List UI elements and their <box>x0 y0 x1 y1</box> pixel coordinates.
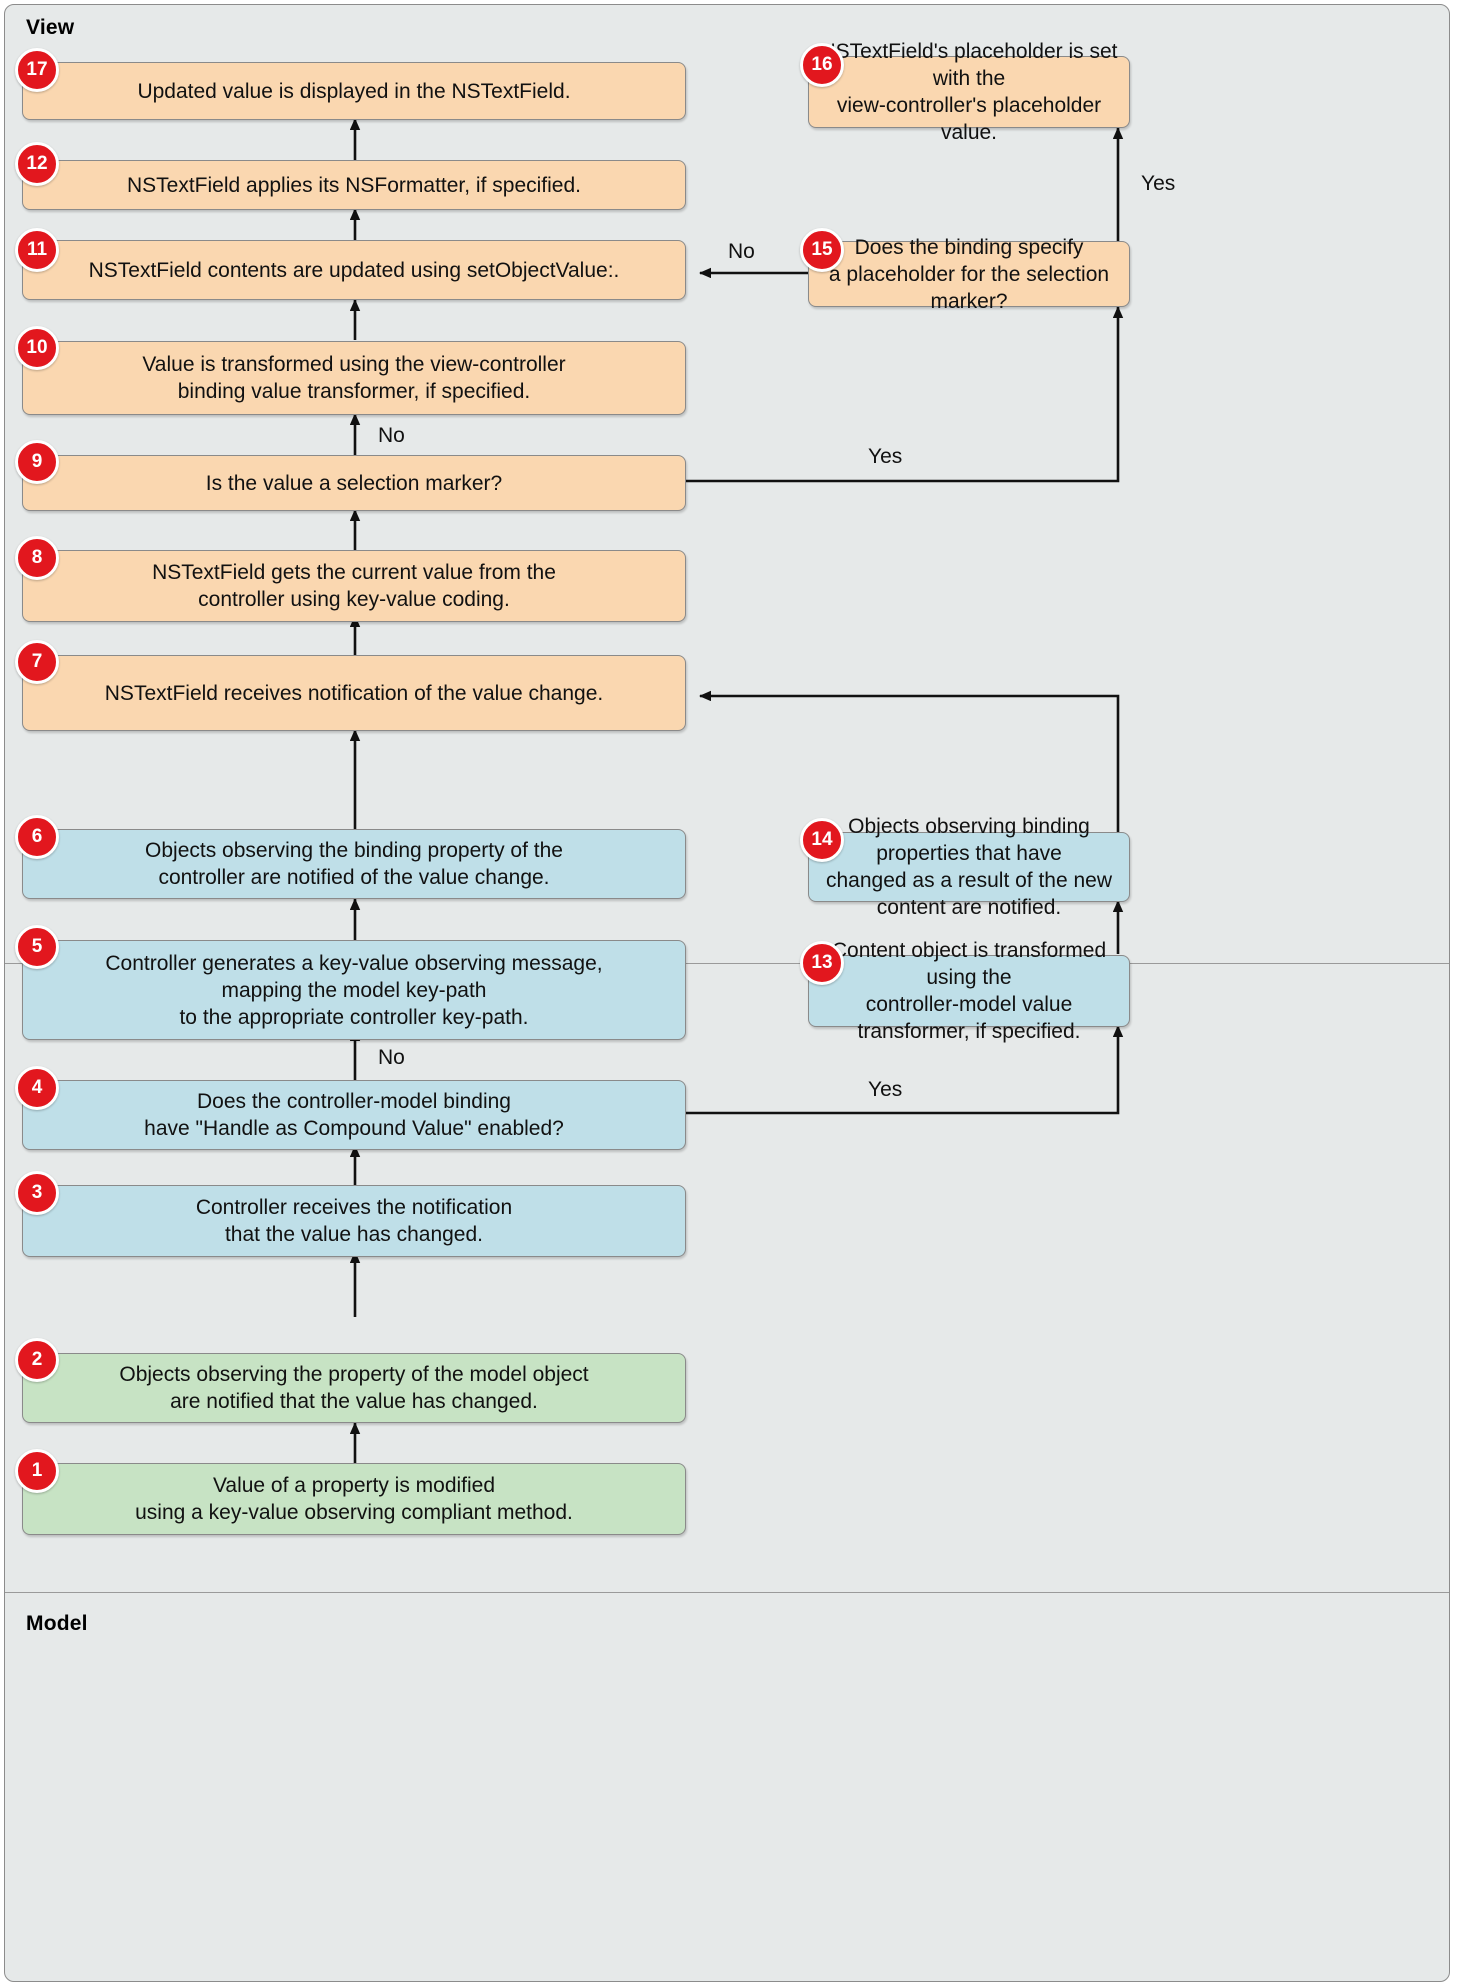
node-15[interactable]: Does the binding specify a placeholder f… <box>808 236 1130 313</box>
node-12-label: NSTextField applies its NSFormatter, if … <box>126 173 581 197</box>
band-title-view: View <box>26 16 75 39</box>
badge-6: 6 <box>15 815 59 859</box>
band-title-model: Model <box>26 1612 88 1635</box>
node-2-label: Objects observing the property of the mo… <box>119 1363 589 1413</box>
node-1-label: Value of a property is modified using a … <box>135 1474 573 1524</box>
node-13-label: Content object is transformed using the … <box>831 939 1107 1043</box>
badge-14: 14 <box>800 818 844 862</box>
badge-11: 11 <box>15 228 59 272</box>
node-2[interactable]: Objects observing the property of the mo… <box>22 1353 686 1423</box>
badge-9: 9 <box>15 440 59 484</box>
node-6-label: Objects observing the binding property o… <box>145 839 563 889</box>
band-divider-view-controller <box>5 963 1449 964</box>
badge-3: 3 <box>15 1171 59 1215</box>
node-1[interactable]: Value of a property is modified using a … <box>22 1463 686 1535</box>
edge-label-yes-9-15: Yes <box>868 445 903 468</box>
node-7[interactable]: NSTextField receives notification of the… <box>22 655 686 731</box>
node-11-label: NSTextField contents are updated using s… <box>88 258 620 282</box>
node-15-label: Does the binding specify a placeholder f… <box>828 235 1110 313</box>
node-7-label: NSTextField receives notification of the… <box>104 681 604 705</box>
node-8[interactable]: NSTextField gets the current value from … <box>22 550 686 622</box>
node-10[interactable]: Value is transformed using the view-cont… <box>22 341 686 415</box>
node-17[interactable]: Updated value is displayed in the NSText… <box>22 62 686 120</box>
node-10-label: Value is transformed using the view-cont… <box>142 353 566 403</box>
node-3-label: Controller receives the notification tha… <box>195 1196 513 1246</box>
node-9-label: Is the value a selection marker? <box>205 471 503 495</box>
node-16[interactable]: NSTextField's placeholder is set with th… <box>808 40 1130 144</box>
badge-16: 16 <box>800 43 844 87</box>
badge-1: 1 <box>15 1449 59 1493</box>
edge-label-no-9-10: No <box>378 424 405 447</box>
badge-2: 2 <box>15 1338 59 1382</box>
node-17-label: Updated value is displayed in the NSText… <box>137 79 571 103</box>
badge-5: 5 <box>15 925 59 969</box>
node-11[interactable]: NSTextField contents are updated using s… <box>22 240 686 300</box>
node-16-label: NSTextField's placeholder is set with th… <box>820 40 1118 144</box>
node-8-label: NSTextField gets the current value from … <box>152 561 556 611</box>
node-13[interactable]: Content object is transformed using the … <box>808 939 1130 1043</box>
badge-10: 10 <box>15 326 59 370</box>
node-6[interactable]: Objects observing the binding property o… <box>22 829 686 899</box>
node-5[interactable]: Controller generates a key-value observi… <box>22 940 686 1040</box>
node-4[interactable]: Does the controller-model binding have "… <box>22 1080 686 1150</box>
edge-label-no-15-11: No <box>728 240 755 263</box>
badge-8: 8 <box>15 536 59 580</box>
node-12[interactable]: NSTextField applies its NSFormatter, if … <box>22 160 686 210</box>
node-14-label: Objects observing binding properties tha… <box>825 815 1113 919</box>
edge-label-yes-4-13: Yes <box>868 1078 903 1101</box>
badge-4: 4 <box>15 1066 59 1110</box>
badge-17: 17 <box>15 48 59 92</box>
band-divider-controller-model <box>5 1592 1449 1593</box>
node-14[interactable]: Objects observing binding properties tha… <box>808 815 1130 919</box>
badge-12: 12 <box>15 142 59 186</box>
node-4-label: Does the controller-model binding have "… <box>144 1090 564 1140</box>
node-9[interactable]: Is the value a selection marker? <box>22 455 686 511</box>
node-3[interactable]: Controller receives the notification tha… <box>22 1185 686 1257</box>
node-5-label: Controller generates a key-value observi… <box>105 951 603 1029</box>
edge-label-no-4-5: No <box>378 1046 405 1069</box>
badge-15: 15 <box>800 228 844 272</box>
edge-label-yes-15-16: Yes <box>1141 172 1176 195</box>
badge-13: 13 <box>800 941 844 985</box>
badge-7: 7 <box>15 640 59 684</box>
